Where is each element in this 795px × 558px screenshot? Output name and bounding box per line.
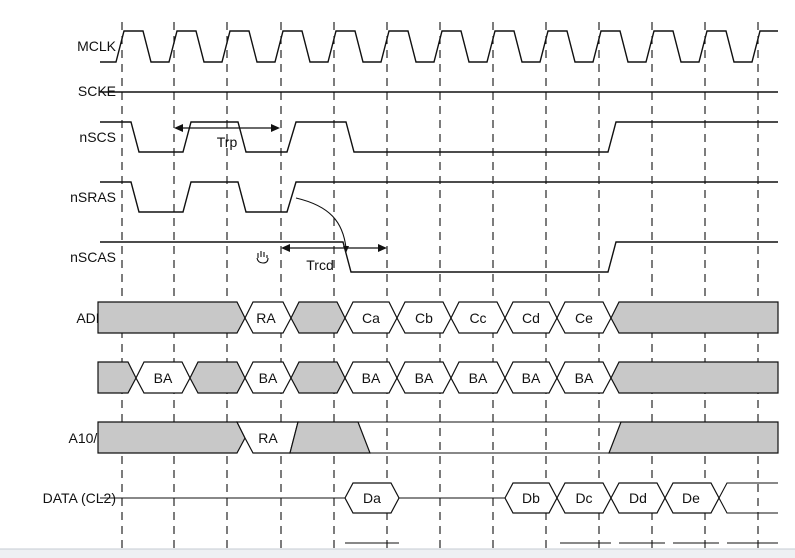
addr-bus bbox=[97, 301, 779, 334]
signal-label-scke: SCKE bbox=[78, 83, 116, 99]
data-bus bbox=[100, 482, 778, 514]
ba-cell-6-text: BA bbox=[522, 370, 541, 386]
trcd-dependency-curve bbox=[295, 197, 347, 249]
signal-label-nscas: nSCAS bbox=[70, 249, 116, 265]
ba-cell-7-text: BA bbox=[575, 370, 594, 386]
signal-label-nscs: nSCS bbox=[79, 129, 116, 145]
mclk-waveform bbox=[100, 30, 778, 63]
addr-cell-ca-text: Ca bbox=[362, 310, 380, 326]
data-cell-dd-text: Dd bbox=[629, 490, 647, 506]
ba-bus bbox=[97, 361, 779, 394]
addr-cell-cb-text: Cb bbox=[415, 310, 433, 326]
ba-cell-5-text: BA bbox=[469, 370, 488, 386]
trp-timing-arrow bbox=[174, 124, 280, 132]
trcd-curve-arrowhead bbox=[343, 246, 349, 253]
trp-label: Trp bbox=[217, 134, 238, 150]
data-cell-de-text: De bbox=[682, 490, 700, 506]
signal-label-nsras: nSRAS bbox=[70, 189, 116, 205]
ba-cell-2-text: BA bbox=[259, 370, 278, 386]
a10ap-cell-ra-text: RA bbox=[258, 430, 278, 446]
ba-cell-1-text: BA bbox=[154, 370, 173, 386]
hand-cursor-icon bbox=[256, 251, 269, 264]
nsras-waveform bbox=[100, 181, 778, 213]
addr-cell-ra-text: RA bbox=[256, 310, 276, 326]
signal-label-data-cl2: DATA (CL2) bbox=[43, 490, 116, 506]
signal-label-mclk: MCLK bbox=[77, 38, 117, 54]
a10ap-bus bbox=[97, 421, 779, 454]
nscas-waveform bbox=[100, 241, 778, 273]
trcd-timing-arrow bbox=[281, 244, 387, 252]
clock-edge-grid bbox=[121, 22, 759, 548]
data-cell-da-text: Da bbox=[363, 490, 381, 506]
ba-cell-4-text: BA bbox=[415, 370, 434, 386]
addr-cell-ce-text: Ce bbox=[575, 310, 593, 326]
addr-cell-cc-text: Cc bbox=[469, 310, 486, 326]
ba-cell-3-text: BA bbox=[362, 370, 381, 386]
data-cell-db-text: Db bbox=[522, 490, 540, 506]
bottom-toolbar-strip bbox=[0, 549, 795, 558]
trcd-label: Trcd bbox=[306, 257, 333, 273]
nscs-waveform bbox=[100, 121, 778, 153]
data-cell-dc-text: Dc bbox=[575, 490, 592, 506]
addr-cell-cd-text: Cd bbox=[522, 310, 540, 326]
